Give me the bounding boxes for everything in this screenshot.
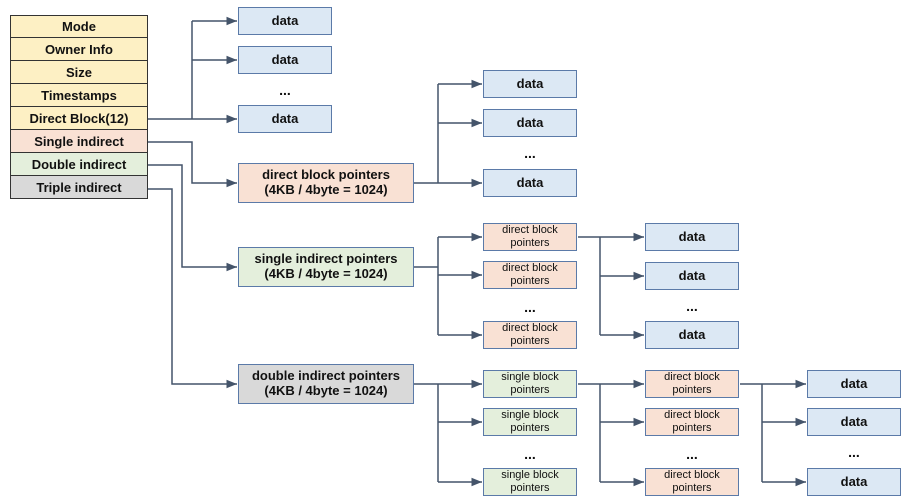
- ellipsis: ...: [524, 446, 536, 462]
- data-block: data: [483, 70, 577, 98]
- data-block: data: [645, 223, 739, 251]
- data-block: data: [483, 109, 577, 137]
- direct-block-pointers-small: direct block pointers: [483, 223, 577, 251]
- double-indirect-pointers-title: double indirect pointers: [251, 368, 401, 384]
- single-indirect-pointers-title: single indirect pointers: [254, 251, 398, 267]
- data-block: data: [807, 408, 901, 436]
- data-block: data: [645, 262, 739, 290]
- ellipsis: ...: [524, 145, 536, 161]
- size-note: (4KB / 4byte = 1024): [264, 182, 388, 197]
- data-block: data: [807, 468, 901, 496]
- data-block: data: [483, 169, 577, 197]
- size-note: (4KB / 4byte = 1024): [264, 266, 388, 281]
- direct-block-pointers-small: direct block pointers: [645, 370, 739, 398]
- data-block: data: [807, 370, 901, 398]
- data-block: data: [238, 105, 332, 133]
- inode-direct-block: Direct Block(12): [10, 107, 148, 130]
- ellipsis: ...: [686, 298, 698, 314]
- single-block-pointers-small: single block pointers: [483, 468, 577, 496]
- ellipsis: ...: [848, 444, 860, 460]
- single-block-pointers-small: single block pointers: [483, 370, 577, 398]
- direct-block-pointers-small: direct block pointers: [483, 321, 577, 349]
- ellipsis: ...: [686, 446, 698, 462]
- inode-owner-info: Owner Info: [10, 38, 148, 61]
- direct-block-pointers-small: direct block pointers: [645, 468, 739, 496]
- ellipsis: ...: [279, 82, 291, 98]
- inode-size: Size: [10, 61, 148, 84]
- direct-block-pointers-box: direct block pointers(4KB / 4byte = 1024…: [238, 163, 414, 203]
- size-note: (4KB / 4byte = 1024): [264, 383, 388, 398]
- direct-block-pointers-small: direct block pointers: [645, 408, 739, 436]
- data-block: data: [645, 321, 739, 349]
- inode-triple-indirect: Triple indirect: [10, 176, 148, 199]
- single-indirect-pointers-box: single indirect pointers(4KB / 4byte = 1…: [238, 247, 414, 287]
- data-block: data: [238, 7, 332, 35]
- single-block-pointers-small: single block pointers: [483, 408, 577, 436]
- data-block: data: [238, 46, 332, 74]
- direct-block-pointers-title: direct block pointers: [262, 167, 390, 183]
- inode-mode: Mode: [10, 15, 148, 38]
- double-indirect-pointers-box: double indirect pointers(4KB / 4byte = 1…: [238, 364, 414, 404]
- inode-timestamps: Timestamps: [10, 84, 148, 107]
- inode-single-indirect: Single indirect: [10, 130, 148, 153]
- inode-double-indirect: Double indirect: [10, 153, 148, 176]
- direct-block-pointers-small: direct block pointers: [483, 261, 577, 289]
- ellipsis: ...: [524, 299, 536, 315]
